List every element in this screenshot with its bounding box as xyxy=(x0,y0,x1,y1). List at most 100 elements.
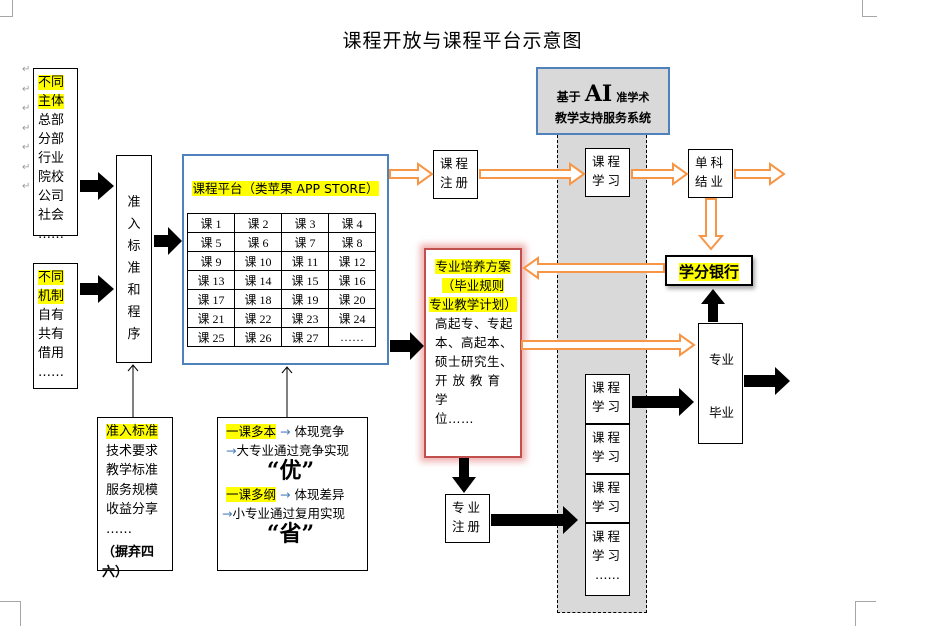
course-cell[interactable]: 课 27 xyxy=(281,327,329,347)
program-plan-heading: 专业培养方案 xyxy=(435,259,511,274)
course-cell[interactable]: 课 4 xyxy=(328,213,376,233)
access-char: 入 xyxy=(127,217,141,232)
access-char: 标 xyxy=(127,239,141,254)
box-text: 学习 xyxy=(591,449,623,464)
program-register-box: 专业 注册 xyxy=(445,494,490,543)
mechanism-box: 不同 机制 自有 共有 借用 …… xyxy=(33,263,78,389)
paragraph-marks: ↵↵↵↵↵↵↵ xyxy=(22,64,31,192)
subjects-heading: 不同 xyxy=(38,75,65,90)
program-plan-heading: 专业教学计划） xyxy=(429,297,517,312)
standard-item: 服务规模 xyxy=(106,482,159,498)
course-cell[interactable]: 课 3 xyxy=(281,213,329,233)
arrow-completion-out xyxy=(734,162,786,186)
standard-item: …… xyxy=(106,521,132,537)
access-char: 准 xyxy=(127,195,141,210)
box-text: 课程 xyxy=(591,480,623,495)
standards-heading: 准入标准 xyxy=(106,424,159,439)
program-plan-box: 专业培养方案 （毕业规则 专业教学计划） 高起专、专起 本、高起本、 硕士研究生… xyxy=(424,248,522,458)
course-study-box: 课程 学习 xyxy=(585,148,630,197)
course-cell[interactable]: 课 9 xyxy=(187,251,235,271)
access-char: 准 xyxy=(127,261,141,276)
mechanism-item: 借用 xyxy=(38,346,65,361)
page-corner-mark xyxy=(0,601,21,626)
arrow-graduation-out xyxy=(744,367,790,395)
course-cell[interactable]: …… xyxy=(328,327,376,347)
platform-title: 课程平台（类苹果 APP STORE） xyxy=(192,181,379,196)
box-text: 课程 xyxy=(591,154,623,169)
course-cell[interactable]: 课 12 xyxy=(328,251,376,271)
course-cell[interactable]: 课 16 xyxy=(328,270,376,290)
box-text: 注册 xyxy=(439,175,471,190)
arrow-study-to-completion xyxy=(631,162,689,186)
graduation-box: 专业 毕业 xyxy=(698,323,743,444)
page-corner-mark xyxy=(855,601,876,626)
ai-label: AI xyxy=(584,81,613,107)
box-text: 学习 xyxy=(591,399,623,414)
course-register-box: 课程 注册 xyxy=(433,150,478,199)
course-cell[interactable]: 课 2 xyxy=(234,213,282,233)
box-text: 学习 xyxy=(591,499,623,514)
arrow-credit-bank-to-program xyxy=(522,256,665,280)
ai-label-suffix: 准学术 xyxy=(616,91,650,104)
ai-label-prefix: 基于 xyxy=(556,90,581,104)
principle-keyword: “优” xyxy=(266,458,315,484)
box-text: 专业 xyxy=(451,500,483,515)
principle-heading: 一课多本 xyxy=(226,424,277,439)
box-text: 课程 xyxy=(439,156,471,171)
subjects-heading: 主体 xyxy=(38,94,65,109)
mechanism-heading: 机制 xyxy=(38,289,65,304)
principle-text: 小专业通过复用实现 xyxy=(232,506,345,521)
arrow-register-to-study xyxy=(491,506,578,534)
subject-item: 公司 xyxy=(38,189,65,204)
principle-text: 体现竞争 xyxy=(294,424,345,439)
course-cell[interactable]: 课 8 xyxy=(328,232,376,252)
arrow-completion-to-credit-bank xyxy=(697,198,725,251)
subject-item: 社会 xyxy=(38,208,65,223)
arrow-right-icon: → xyxy=(280,424,291,439)
course-cell[interactable]: 课 19 xyxy=(281,289,329,309)
single-subject-completion-box: 单科 结业 xyxy=(688,149,733,198)
arrow-access-to-platform xyxy=(154,227,182,255)
page-corner-mark xyxy=(0,0,13,17)
access-standards-box: 准 入 标 准 和 程 序 xyxy=(116,155,152,363)
course-cell[interactable]: 课 18 xyxy=(234,289,282,309)
subjects-box: 不同 主体 总部 分部 行业 院校 公司 社会 …… xyxy=(33,68,78,242)
box-text: 毕业 xyxy=(709,405,735,420)
program-plan-text: 开放教育学 xyxy=(435,373,506,407)
arrow-program-to-graduation xyxy=(521,333,696,357)
ai-system-box: 基于 AI 准学术 教学支持服务系统 xyxy=(536,67,670,135)
mechanism-heading: 不同 xyxy=(38,270,65,285)
course-cell[interactable]: 课 21 xyxy=(187,308,235,328)
arrow-platform-to-program xyxy=(390,332,424,360)
access-char: 和 xyxy=(127,283,141,298)
course-cell[interactable]: 课 10 xyxy=(234,251,282,271)
principle-heading: 一课多纲 xyxy=(226,487,277,502)
access-char: 程 xyxy=(127,305,141,320)
principles-box: 一课多本 → 体现竞争 →大专业通过竞争实现 “优” 一课多纲 → 体现差异 →… xyxy=(217,417,368,571)
course-study-stack-item: 课程 学习 …… xyxy=(585,523,630,596)
page-corner-mark xyxy=(862,0,877,17)
arrow-subjects-to-access xyxy=(80,172,114,200)
course-study-stack-item: 课程 学习 xyxy=(585,374,630,424)
principle-keyword: “省” xyxy=(266,521,315,547)
subject-item: 行业 xyxy=(38,151,65,166)
course-cell[interactable]: 课 26 xyxy=(234,327,282,347)
box-text: 学习 xyxy=(591,548,623,563)
arrow-program-to-register xyxy=(452,458,476,493)
mechanism-item: 共有 xyxy=(38,327,65,342)
arrow-platform-to-course-register xyxy=(389,162,434,186)
arrow-right-icon: → xyxy=(226,443,237,458)
access-char: 序 xyxy=(127,327,141,342)
box-text: 课程 xyxy=(591,529,623,544)
subject-item: 分部 xyxy=(38,132,65,147)
standard-item: 收益分享 xyxy=(106,502,159,517)
program-plan-text: 位…… xyxy=(435,411,475,426)
box-text: 学习 xyxy=(591,173,623,188)
box-text: 专业 xyxy=(709,352,735,367)
